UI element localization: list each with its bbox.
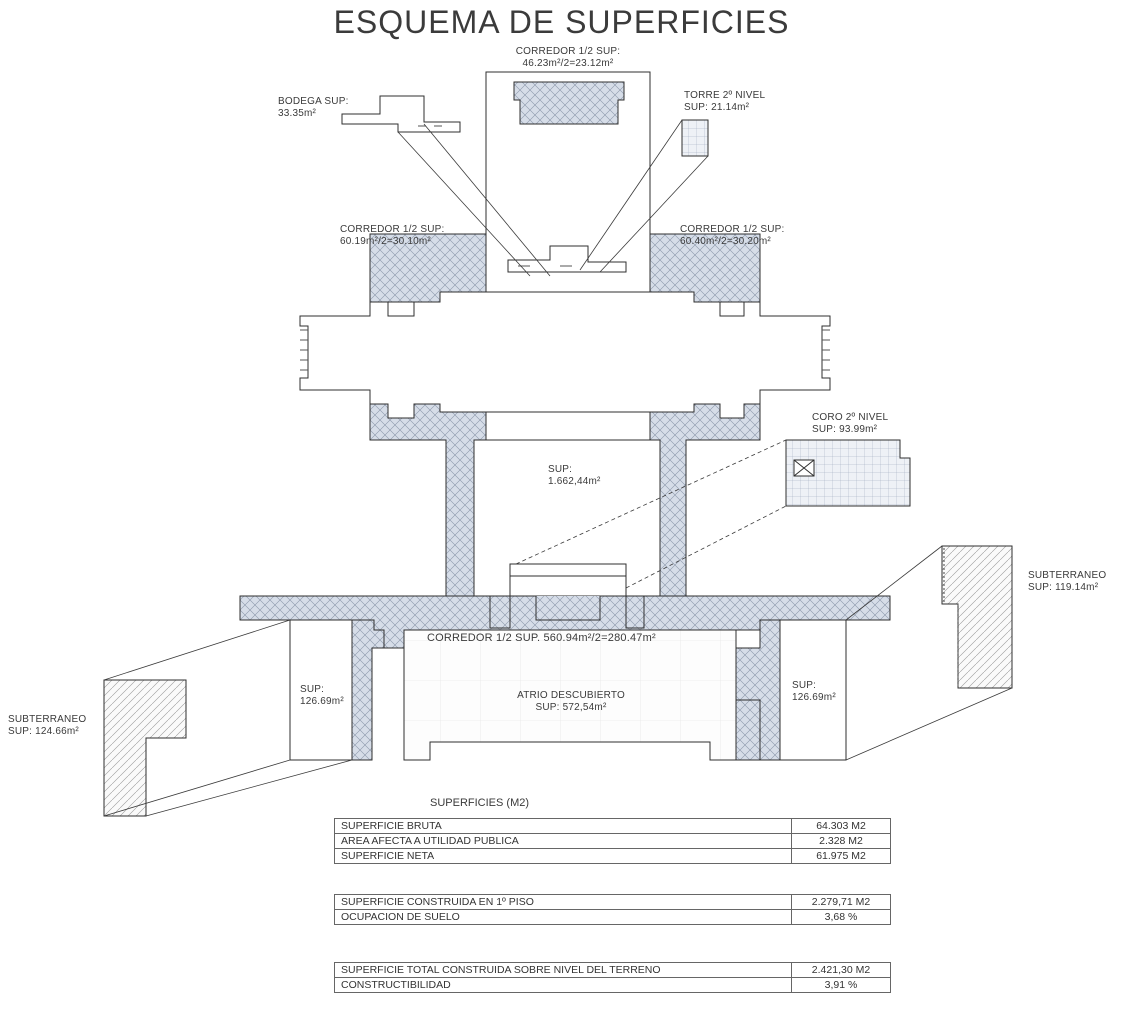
label-sup-main: SUP: 1.662,44m² bbox=[548, 464, 601, 487]
label-corredor-bottom: CORREDOR 1/2 SUP. 560.94m²/2=280.47m² bbox=[427, 632, 656, 644]
subterraneo-right-detail bbox=[941, 545, 1013, 689]
label-atrio: ATRIO DESCUBIERTO SUP: 572,54m² bbox=[517, 690, 625, 713]
table-title: SUPERFICIES (M2) bbox=[430, 797, 530, 809]
label-subterraneo-right: SUBTERRANEO SUP: 119.14m² bbox=[1028, 570, 1107, 593]
label-corredor-right: CORREDOR 1/2 SUP: 60.40m²/2=30.20m² bbox=[680, 224, 785, 247]
table-row: SUPERFICIE CONSTRUIDA EN 1º PISO 2.279,7… bbox=[334, 894, 891, 910]
label-bodega: BODEGA SUP: 33.35m² bbox=[278, 96, 349, 119]
label-sup-right: SUP: 126.69m² bbox=[792, 680, 836, 703]
bodega-detail bbox=[341, 95, 461, 133]
torre-detail bbox=[681, 119, 709, 157]
label-torre: TORRE 2º NIVEL SUP: 21.14m² bbox=[684, 90, 766, 113]
table-row: SUPERFICIE NETA 61.975 M2 bbox=[334, 848, 891, 864]
table-row: SUPERFICIE TOTAL CONSTRUIDA SOBRE NIVEL … bbox=[334, 962, 891, 978]
subterraneo-left-detail bbox=[103, 679, 187, 817]
table-superficie: SUPERFICIE BRUTA 64.303 M2 AREA AFECTA A… bbox=[334, 818, 891, 864]
label-subterraneo-left: SUBTERRANEO SUP: 124.66m² bbox=[8, 714, 87, 737]
table-row: SUPERFICIE BRUTA 64.303 M2 bbox=[334, 818, 891, 834]
coro-detail bbox=[785, 439, 911, 507]
label-corredor-left: CORREDOR 1/2 SUP: 60.19m²/2=30.10m² bbox=[340, 224, 445, 247]
label-coro: CORO 2º NIVEL SUP: 93.99m² bbox=[812, 412, 889, 435]
page-title: ESQUEMA DE SUPERFICIES bbox=[333, 4, 790, 40]
table-constructibilidad: SUPERFICIE TOTAL CONSTRUIDA SOBRE NIVEL … bbox=[334, 962, 891, 993]
table-row: CONSTRUCTIBILIDAD 3,91 % bbox=[334, 977, 891, 993]
label-sup-left: SUP: 126.69m² bbox=[300, 684, 344, 707]
corredor-top-hatch bbox=[513, 81, 625, 125]
table-ocupacion: SUPERFICIE CONSTRUIDA EN 1º PISO 2.279,7… bbox=[334, 894, 891, 925]
table-row: OCUPACION DE SUELO 3,68 % bbox=[334, 909, 891, 925]
table-row: AREA AFECTA A UTILIDAD PUBLICA 2.328 M2 bbox=[334, 833, 891, 849]
label-corredor-top: CORREDOR 1/2 SUP: 46.23m²/2=23.12m² bbox=[515, 46, 621, 69]
